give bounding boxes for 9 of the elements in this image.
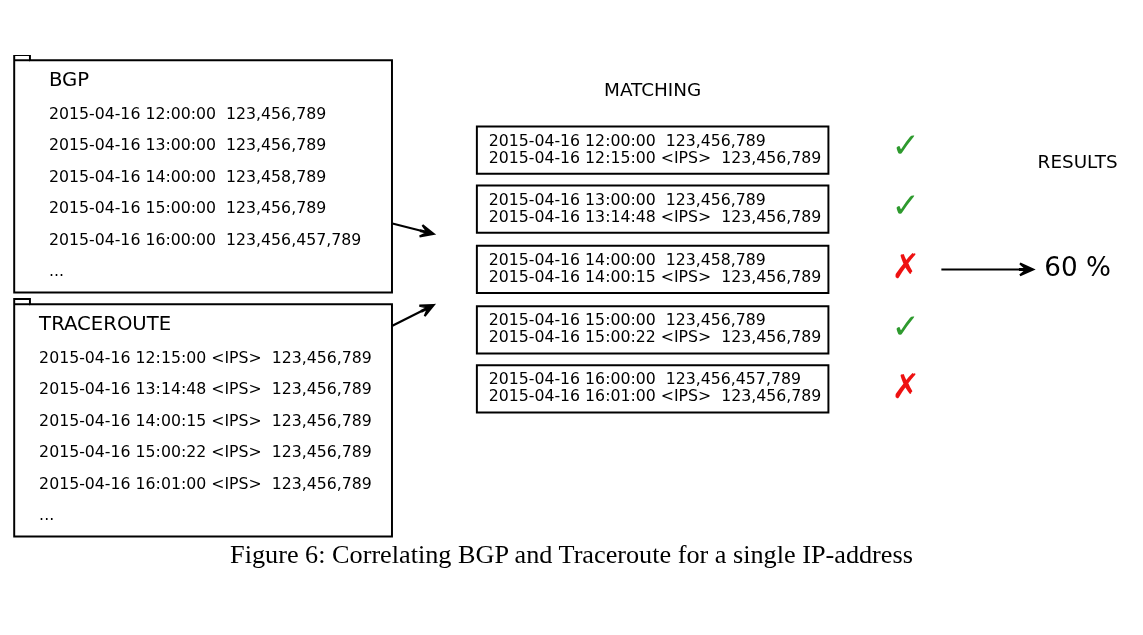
label: RESULTS [1037,150,1118,172]
label: MATCHING [604,78,702,100]
node-text: ✓ [891,305,921,346]
node-text: ✓ [891,124,921,165]
node-text: ✓ [891,184,921,225]
node-text: ✗ [891,365,921,406]
node-text: 60 % [1044,251,1111,282]
node-text: ✗ [891,245,921,286]
caption: Figure 6: Correlating BGP and Traceroute for a single IP-address [230,539,913,569]
